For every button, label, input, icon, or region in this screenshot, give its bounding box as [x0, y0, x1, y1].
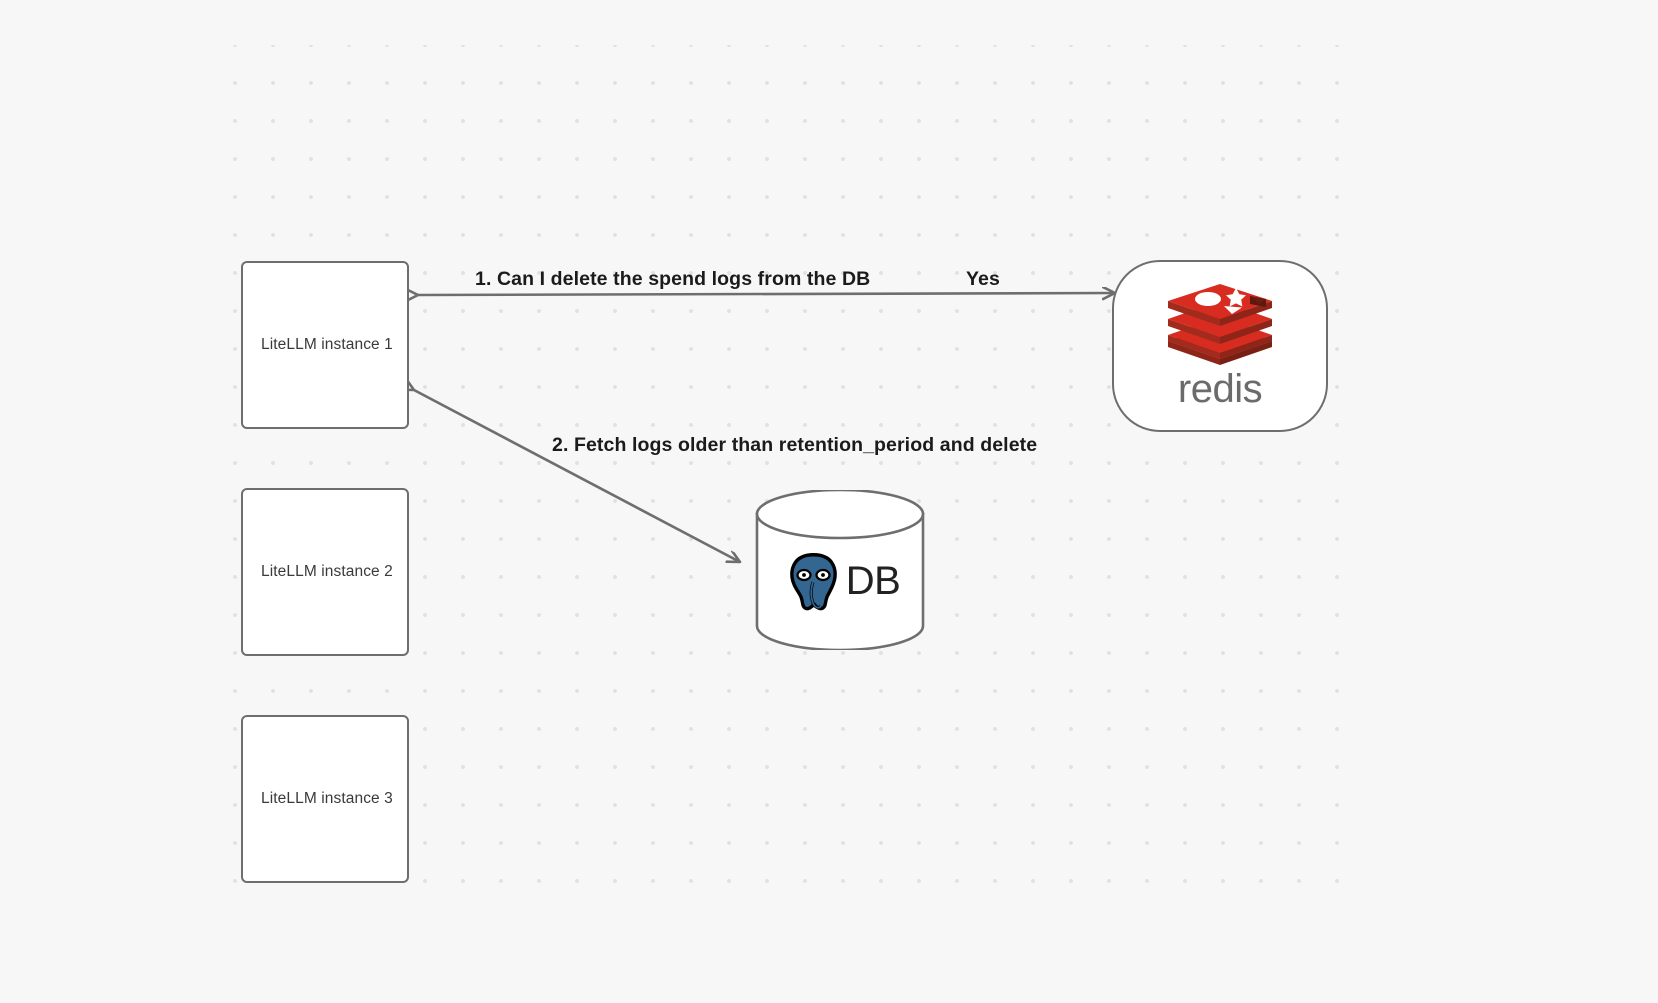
node-label: LiteLLM instance 3 [261, 790, 393, 807]
node-redis[interactable]: redis [1112, 260, 1328, 432]
redis-logo [1168, 284, 1272, 365]
node-litellm-instance-2[interactable]: LiteLLM instance 2 [241, 488, 409, 656]
node-litellm-instance-1[interactable]: LiteLLM instance 1 [241, 261, 409, 429]
edge-label-1: 1. Can I delete the spend logs from the … [475, 268, 871, 290]
node-litellm-instance-3[interactable]: LiteLLM instance 3 [241, 715, 409, 883]
redis-wordmark: redis [1177, 367, 1263, 411]
edge-label-2: 2. Fetch logs older than retention_perio… [552, 434, 1038, 456]
postgresql-elephant-icon [789, 553, 837, 611]
node-label: LiteLLM instance 2 [261, 563, 393, 580]
node-label: LiteLLM instance 1 [261, 336, 393, 353]
connector-instance1-redis [418, 293, 1115, 295]
db-label: DB [845, 559, 901, 603]
database-cylinder-shape [755, 488, 925, 652]
node-postgres-db[interactable]: DB [754, 488, 926, 652]
connector-instance1-db [414, 390, 740, 562]
edge-label-yes: Yes [966, 268, 1000, 290]
